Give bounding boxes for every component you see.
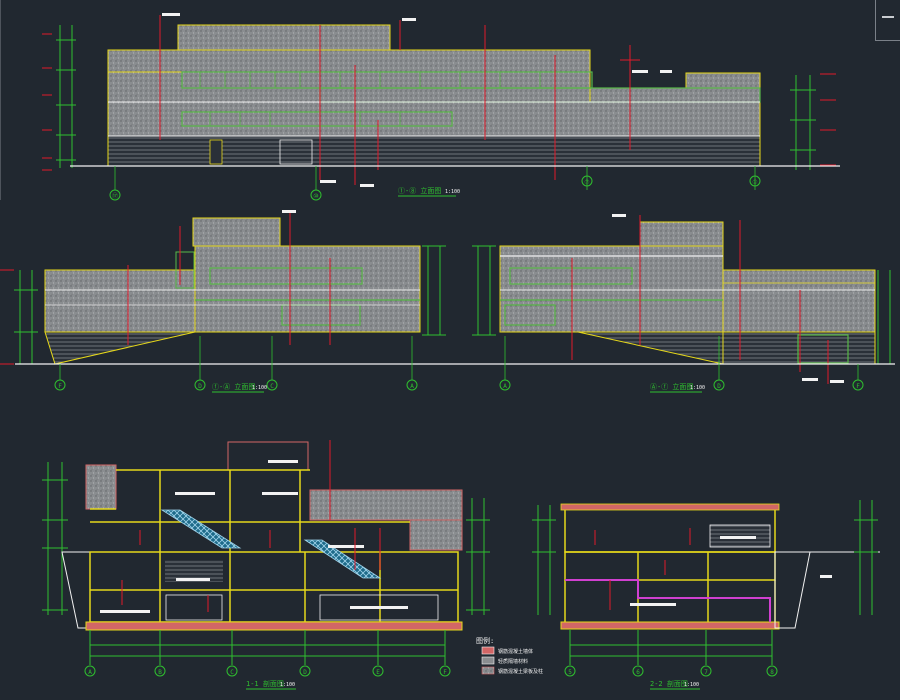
legend-heading: 图例:: [476, 636, 494, 645]
axis-label: F: [856, 383, 860, 390]
axis-bubble: F: [439, 665, 451, 677]
axis-label: 8: [770, 669, 774, 676]
axis-bubble: ⑦: [581, 175, 593, 187]
axis-label: ①: [752, 179, 757, 186]
axis-label: C: [270, 383, 274, 390]
axis-bubble: ⑩: [310, 189, 322, 201]
minimize-icon[interactable]: [882, 16, 894, 18]
section-1-axis-labels: A B C D E F: [84, 665, 451, 677]
legend: 图例: 钢筋混凝土墙体 轻质隔墙材料 钢筋混凝土梁板及柱: [476, 636, 543, 675]
section-2-title-text: 2-2 剖面图: [650, 679, 688, 688]
elevation-1: [0, 0, 840, 200]
elevation-2-scale-right: 1:100: [690, 385, 705, 391]
section-1: [42, 440, 490, 665]
elevation-1-axis-labels: ⑰ ⑩ ⑦ ①: [109, 175, 761, 201]
elevation-2-titles: ⓕ-Ⓐ 立面图 1:100 Ⓐ-ⓕ 立面图 1:100: [212, 382, 705, 393]
axis-label: A: [503, 383, 507, 390]
axis-bubble: A: [499, 379, 511, 391]
axis-bubble: A: [84, 665, 96, 677]
legend-item: 钢筋混凝土墙体: [481, 646, 533, 655]
axis-bubble: D: [194, 379, 206, 391]
elevation-1-title: ①-⑧ 立面图 1:100: [398, 186, 460, 197]
axis-label: E: [376, 669, 380, 676]
axis-label: ⑦: [584, 179, 589, 186]
axis-label: D: [717, 383, 721, 390]
legend-item: 钢筋混凝土梁板及柱: [481, 666, 543, 675]
section-2-axis-labels: 5 6 7 8: [564, 665, 778, 677]
axis-bubble: B: [154, 665, 166, 677]
elevation-2-title-left: ⓕ-Ⓐ 立面图: [212, 382, 255, 391]
axis-label: 6: [636, 669, 640, 676]
axis-bubble: F: [852, 379, 864, 391]
axis-bubble: F: [54, 379, 66, 391]
axis-label: F: [58, 383, 62, 390]
legend-item: 轻质隔墙材料: [481, 656, 528, 665]
section-2-scale: 1:100: [684, 682, 699, 688]
axis-label: 7: [704, 669, 708, 676]
axis-bubble: 5: [564, 665, 576, 677]
legend-item-label: 轻质隔墙材料: [498, 658, 528, 665]
elevation-2-axis-labels: F D C A A D F: [54, 379, 864, 391]
axis-label: ⑩: [313, 193, 318, 200]
axis-bubble: D: [299, 665, 311, 677]
axis-bubble: ①: [749, 175, 761, 187]
axis-label: A: [88, 669, 92, 676]
elevation-2-scale-left: 1:100: [252, 385, 267, 391]
axis-label: ⑰: [112, 192, 118, 200]
section-2: [532, 500, 880, 665]
axis-label: D: [198, 383, 202, 390]
axis-bubble: C: [266, 379, 278, 391]
axis-bubble: 7: [700, 665, 712, 677]
axis-bubble: ⑰: [109, 189, 121, 201]
elevation-2: [0, 210, 895, 384]
axis-bubble: 8: [766, 665, 778, 677]
viewport-control-panel[interactable]: [875, 0, 900, 41]
axis-label: 5: [568, 669, 572, 676]
axis-label: A: [410, 383, 414, 390]
section-1-title-text: 1-1 剖面图: [246, 679, 284, 688]
axis-bubble: D: [713, 379, 725, 391]
elevation-1-title-text: ①-⑧ 立面图: [398, 186, 441, 195]
axis-bubble: A: [406, 379, 418, 391]
axis-label: C: [230, 669, 234, 676]
axis-label: B: [158, 669, 162, 676]
elevation-1-scale: 1:100: [445, 189, 460, 195]
legend-item-label: 钢筋混凝土梁板及柱: [498, 668, 543, 675]
section-1-title: 1-1 剖面图 1:100: [246, 679, 296, 690]
axis-label: D: [303, 669, 307, 676]
section-2-title: 2-2 剖面图 1:100: [650, 679, 700, 690]
section-1-scale: 1:100: [280, 682, 295, 688]
elevation-1-left-dimensions: [56, 25, 76, 168]
axis-bubble: E: [372, 665, 384, 677]
axis-bubble: 6: [632, 665, 644, 677]
axis-bubble: C: [226, 665, 238, 677]
legend-item-label: 钢筋混凝土墙体: [498, 648, 533, 655]
axis-label: F: [443, 669, 447, 676]
elevation-2-title-right: Ⓐ-ⓕ 立面图: [650, 382, 693, 391]
